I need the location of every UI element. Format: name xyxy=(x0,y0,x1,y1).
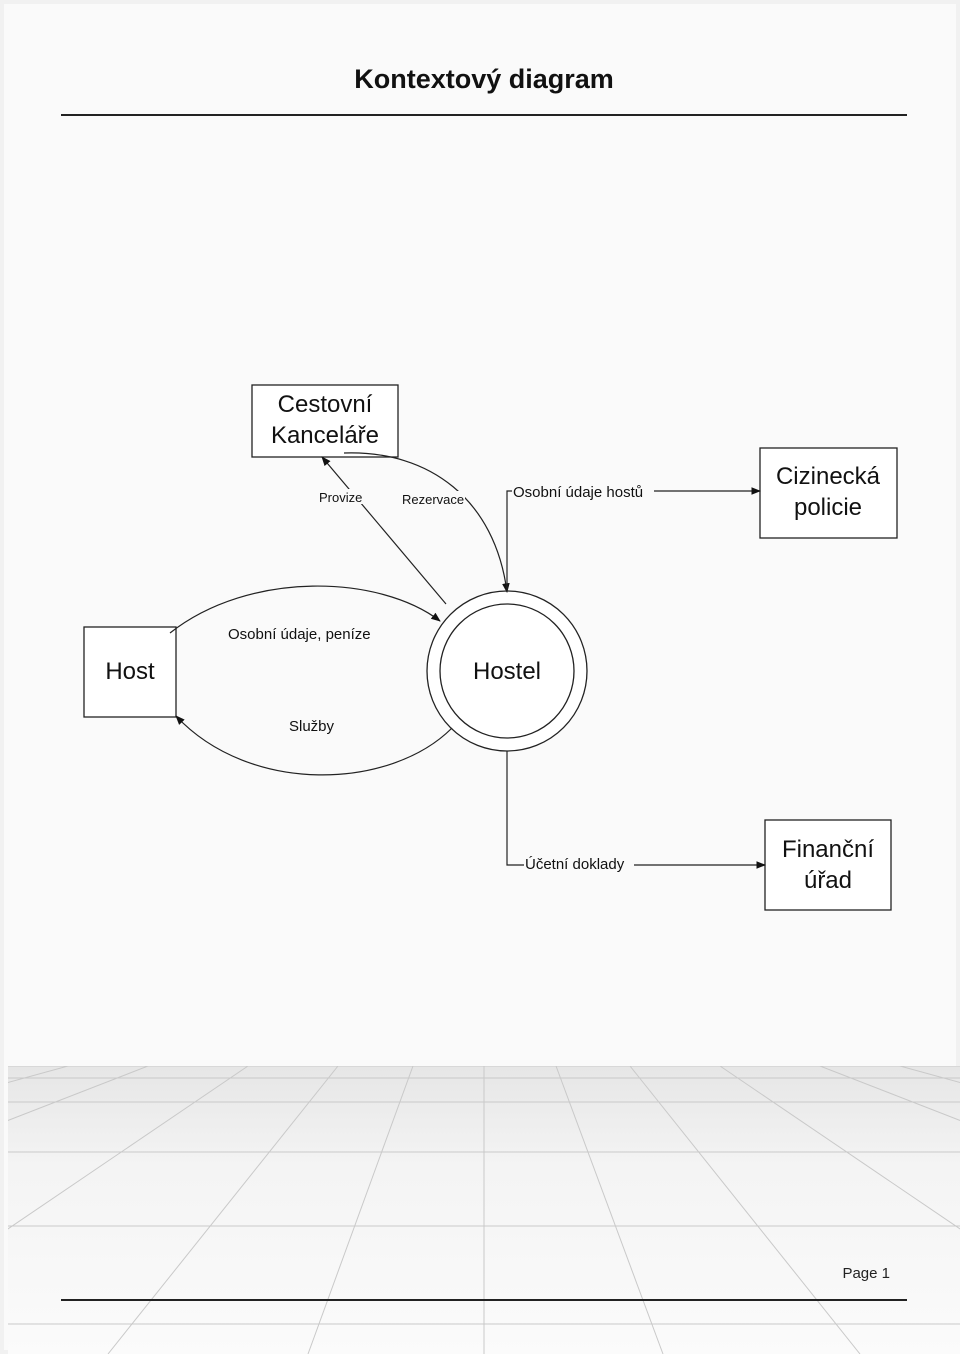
flow-ucetni-doklady-line xyxy=(506,751,766,869)
entity-cizinecka-line2: policie xyxy=(794,494,862,521)
process-hostel-label: Hostel xyxy=(473,658,541,685)
entity-cestovni-kancelare: Cestovní Kanceláře xyxy=(251,384,399,458)
entity-financni-line2: úřad xyxy=(804,867,852,894)
page-title: Kontextový diagram xyxy=(354,64,614,94)
floor-background xyxy=(8,1066,960,1354)
flow-osobni-udaje-hostu-line xyxy=(506,487,761,592)
entity-cizinecka-policie: Cizinecká policie xyxy=(759,447,898,539)
entity-host: Host xyxy=(83,626,177,718)
process-hostel: Hostel xyxy=(426,590,588,752)
flow-osobni-udaje-penize-label: Osobní údaje, peníze xyxy=(228,626,371,643)
entity-financni-urad: Finanční úřad xyxy=(764,819,892,911)
entity-financni-line1: Finanční xyxy=(782,836,874,863)
footer-divider xyxy=(61,1299,907,1301)
flow-ucetni-doklady-label: Účetní doklady xyxy=(525,856,625,873)
flow-sluzby-label: Služby xyxy=(289,718,335,735)
flow-provize-label: Provize xyxy=(319,490,362,505)
page-number: Page 1 xyxy=(842,1265,890,1282)
flow-osobni-udaje-penize-line xyxy=(169,585,441,634)
entity-host-label: Host xyxy=(105,658,155,685)
entity-cestovni-line2: Kanceláře xyxy=(271,422,379,449)
flow-osobni-udaje-hostu-label: Osobní údaje hostů xyxy=(513,484,643,501)
entity-cestovni-line1: Cestovní xyxy=(278,391,373,418)
flow-rezervace-label: Rezervace xyxy=(402,492,464,507)
flow-sluzby-line xyxy=(175,715,453,776)
flow-provize-line xyxy=(321,456,447,605)
title-divider xyxy=(61,114,907,116)
entity-cizinecka-line1: Cizinecká xyxy=(776,463,881,490)
flow-rezervace-line xyxy=(343,452,510,593)
